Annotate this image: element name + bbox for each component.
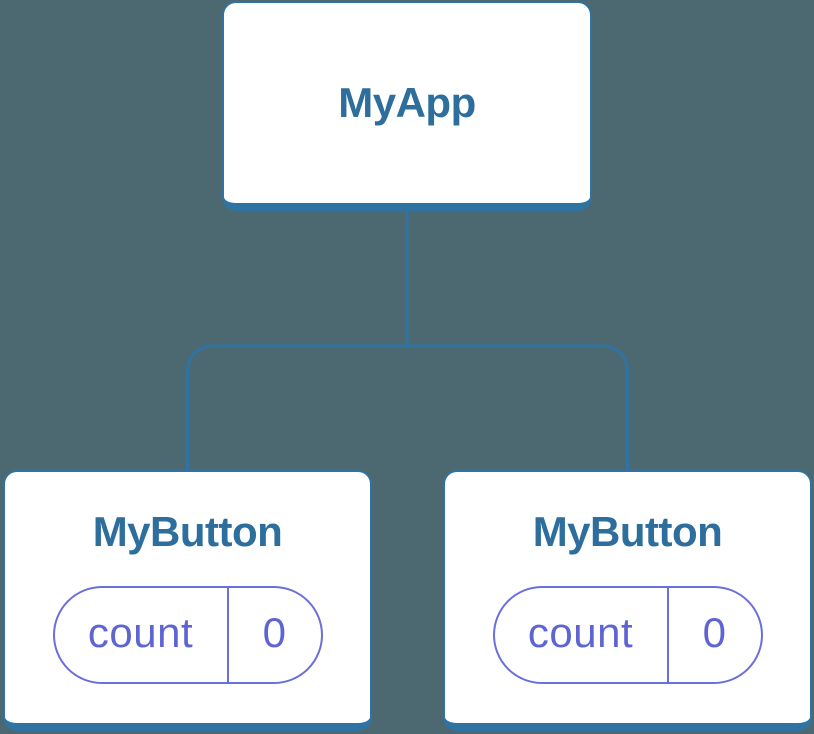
state-pill-left: count 0	[52, 586, 323, 685]
state-pill-right: count 0	[492, 586, 763, 685]
branch-bracket-line	[186, 344, 629, 471]
state-name-cell: count	[495, 588, 667, 682]
state-name-left: count	[87, 609, 194, 657]
state-name-right: count	[527, 609, 634, 657]
node-mybutton-right-label: MyButton	[532, 508, 723, 555]
state-value-left: 0	[262, 609, 287, 657]
state-name-cell: count	[55, 588, 227, 682]
node-mybutton-left-label: MyButton	[92, 508, 283, 555]
node-myapp-label: MyApp	[338, 78, 476, 126]
node-mybutton-right: MyButton count 0	[443, 470, 812, 731]
state-pill-divider	[226, 588, 229, 683]
state-value-right: 0	[702, 609, 727, 657]
state-value-cell: 0	[229, 588, 321, 682]
state-value-cell: 0	[669, 588, 761, 682]
state-pill-divider	[666, 588, 669, 683]
node-mybutton-left: MyButton count 0	[3, 470, 372, 731]
node-myapp: MyApp	[222, 1, 592, 211]
